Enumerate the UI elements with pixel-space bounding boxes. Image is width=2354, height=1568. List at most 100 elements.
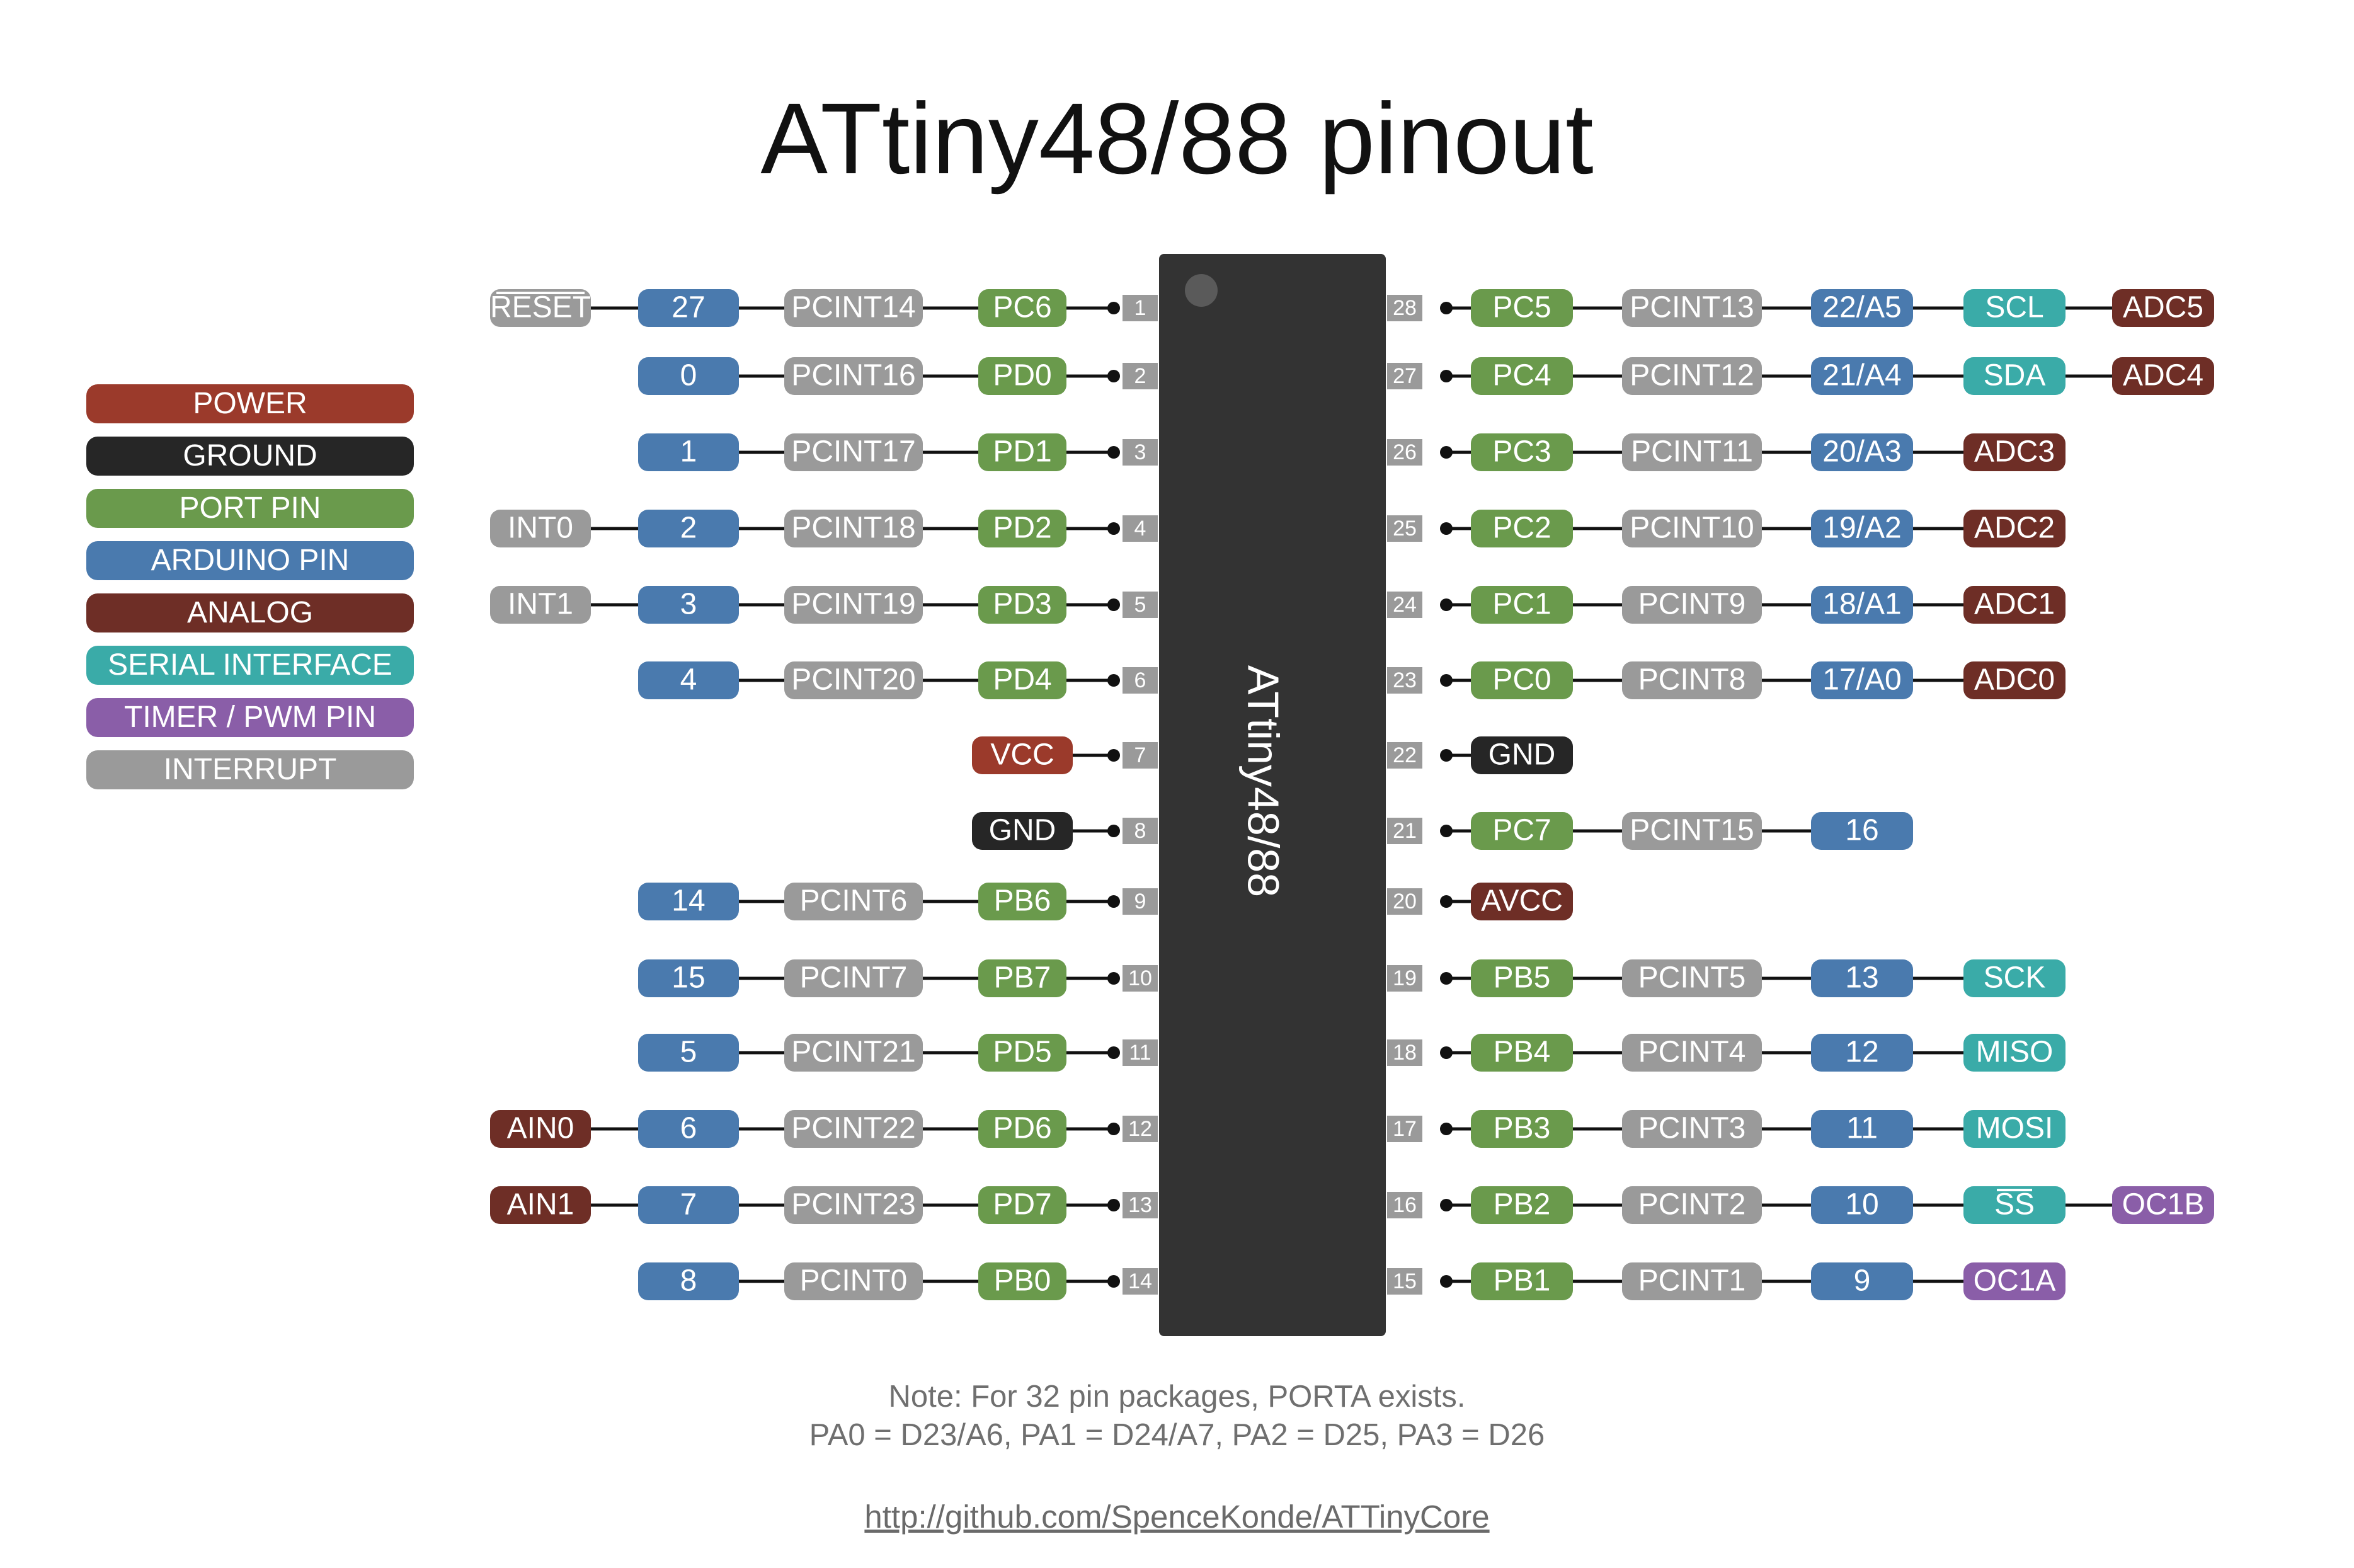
label-arduino: 7 <box>638 1186 739 1224</box>
pin-number-box: 16 <box>1387 1192 1422 1218</box>
pin-dot-1 <box>1107 302 1120 314</box>
github-link[interactable]: http://github.com/SpenceKonde/ATTinyCore <box>864 1499 1490 1535</box>
label-interrupt: PCINT12 <box>1622 357 1762 395</box>
label-interrupt: PCINT16 <box>784 357 923 395</box>
label-port: PC5 <box>1471 289 1573 327</box>
label-arduino-text: 7 <box>680 1188 697 1222</box>
pin-number-box: 11 <box>1123 1039 1158 1066</box>
label-port-text: PB7 <box>994 961 1051 995</box>
pin-number-box-number: 24 <box>1393 593 1417 617</box>
label-power-text: VCC <box>990 738 1054 772</box>
label-port-text: PD2 <box>993 512 1051 545</box>
label-arduino: 10 <box>1811 1186 1913 1224</box>
pin1-marker <box>1185 274 1218 307</box>
pin-number-box: 28 <box>1387 295 1422 321</box>
label-arduino-text: 27 <box>671 291 705 324</box>
label-analog: AIN1 <box>490 1186 591 1224</box>
pin-dot-6 <box>1107 674 1120 687</box>
pin-dot-10 <box>1107 972 1120 985</box>
label-analog-text: ADC1 <box>1974 588 2055 621</box>
chip-body <box>1159 254 1386 1336</box>
label-interrupt-text: PCINT15 <box>1630 814 1754 847</box>
label-interrupt: INT0 <box>490 510 591 547</box>
pin-number-box-number: 28 <box>1393 296 1417 320</box>
label-arduino: 27 <box>638 289 739 327</box>
label-interrupt: PCINT21 <box>784 1034 923 1072</box>
pin-number-box-number: 12 <box>1128 1117 1152 1141</box>
pin-number-box: 5 <box>1123 592 1158 618</box>
label-port: PB7 <box>978 959 1066 997</box>
pin-number-box-number: 23 <box>1393 668 1417 692</box>
label-arduino: 9 <box>1811 1262 1913 1300</box>
label-interrupt-text: PCINT10 <box>1630 512 1754 545</box>
pin-number-box: 24 <box>1387 592 1422 618</box>
label-interrupt: INT1 <box>490 586 591 624</box>
pin-number-box: 9 <box>1123 888 1158 915</box>
label-interrupt-text: PCINT7 <box>800 961 908 995</box>
label-interrupt-text: PCINT0 <box>800 1264 908 1298</box>
label-arduino-text: 4 <box>680 663 697 697</box>
label-port-text: PD4 <box>993 663 1051 697</box>
label-arduino: 6 <box>638 1110 739 1148</box>
label-analog: ADC5 <box>2112 289 2214 327</box>
pin-dot-5 <box>1107 598 1120 611</box>
label-port: PB6 <box>978 883 1066 920</box>
label-interrupt-text: PCINT20 <box>791 663 915 697</box>
legend-item-arduino: ARDUINO PIN <box>86 541 414 580</box>
pin-dot-22 <box>1440 749 1453 762</box>
label-port-text: PB6 <box>994 884 1051 918</box>
label-port: PC6 <box>978 289 1066 327</box>
label-port-text: PD5 <box>993 1036 1051 1069</box>
pin-number-box-number: 21 <box>1393 819 1417 843</box>
label-port: PB3 <box>1471 1110 1573 1148</box>
note-line-2: PA0 = D23/A6, PA1 = D24/A7, PA2 = D25, P… <box>809 1418 1545 1452</box>
label-arduino: 21/A4 <box>1811 357 1913 395</box>
label-serial-text: SCK <box>1984 961 2046 995</box>
label-analog-text: AIN1 <box>507 1188 574 1222</box>
pin-dot-25 <box>1440 522 1453 535</box>
label-serial: MOSI <box>1963 1110 2065 1148</box>
label-port: PD5 <box>978 1034 1066 1072</box>
pin-dot-21 <box>1440 825 1453 837</box>
label-interrupt: PCINT7 <box>784 959 923 997</box>
label-arduino-text: 21/A4 <box>1822 359 1901 392</box>
label-interrupt: PCINT19 <box>784 586 923 624</box>
label-arduino: 11 <box>1811 1110 1913 1148</box>
label-arduino: 13 <box>1811 959 1913 997</box>
label-serial-text: SDA <box>1984 359 2046 392</box>
label-interrupt: PCINT23 <box>784 1186 923 1224</box>
label-arduino: 4 <box>638 661 739 699</box>
pin-dot-13 <box>1107 1199 1120 1211</box>
pin-number-box: 13 <box>1123 1192 1158 1218</box>
label-arduino-text: 22/A5 <box>1822 291 1901 324</box>
note-line-1: Note: For 32 pin packages, PORTA exists. <box>888 1380 1466 1414</box>
label-port: PB5 <box>1471 959 1573 997</box>
pin-number-box-number: 27 <box>1393 364 1417 388</box>
pin-number-box-number: 26 <box>1393 440 1417 464</box>
label-interrupt-text: PCINT8 <box>1638 663 1746 697</box>
label-timer: OC1B <box>2112 1186 2214 1224</box>
label-port-text: PB5 <box>1494 961 1551 995</box>
label-analog-text: AIN0 <box>507 1112 574 1145</box>
pin-dot-27 <box>1440 370 1453 382</box>
label-arduino-text: 11 <box>1846 1112 1878 1145</box>
pin-number-box: 19 <box>1387 965 1422 992</box>
legend-item-analog: ANALOG <box>86 593 414 632</box>
label-interrupt-text: PCINT2 <box>1638 1188 1746 1222</box>
label-analog-text: ADC3 <box>1974 435 2055 469</box>
pin-number-box-number: 10 <box>1128 966 1152 990</box>
label-interrupt: PCINT11 <box>1622 433 1762 471</box>
pin-number-box-number: 5 <box>1134 593 1146 617</box>
label-timer: OC1A <box>1963 1262 2065 1300</box>
pin-number-box-number: 7 <box>1134 743 1146 767</box>
label-port-text: PD3 <box>993 588 1051 621</box>
label-port-text: PC4 <box>1492 359 1551 392</box>
pin-number-box-number: 15 <box>1393 1269 1417 1293</box>
label-interrupt-text: PCINT21 <box>791 1036 915 1069</box>
label-arduino-text: 12 <box>1845 1036 1878 1069</box>
label-serial-text: SS <box>1994 1188 2035 1222</box>
pin-number-box-number: 2 <box>1134 364 1146 388</box>
label-port-text: PC7 <box>1492 814 1551 847</box>
pin-number-box-number: 3 <box>1134 440 1146 464</box>
label-port-text: PC6 <box>993 291 1051 324</box>
